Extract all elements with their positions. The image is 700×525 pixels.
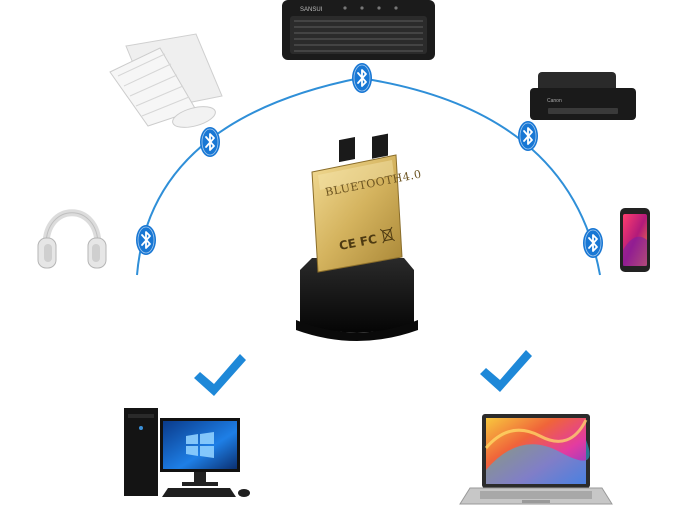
bluetooth-dongle-image: BLUETOOTH4.0 CE FC bbox=[296, 133, 423, 341]
speaker-brand: SANSUI bbox=[300, 7, 323, 13]
dongle-slot-right bbox=[372, 133, 388, 159]
smartphone-image bbox=[620, 208, 650, 272]
pc-tower bbox=[124, 408, 158, 496]
pc-mouse bbox=[238, 489, 250, 497]
printer-image: Canon bbox=[530, 72, 636, 120]
pc-keyboard bbox=[162, 488, 236, 497]
bluetooth-icon bbox=[582, 227, 604, 259]
bluetooth-icon bbox=[135, 224, 157, 256]
windows-logo-icon bbox=[186, 432, 214, 458]
printer-brand: Canon bbox=[547, 98, 562, 104]
desktop-computer-image bbox=[124, 408, 250, 497]
speaker-image: SANSUI bbox=[282, 0, 435, 60]
laptop-image bbox=[459, 414, 613, 505]
dongle-slot-left bbox=[339, 136, 355, 163]
bluetooth-icon bbox=[351, 62, 373, 94]
headphones-image bbox=[37, 209, 107, 269]
keyboard-image bbox=[109, 33, 223, 128]
bluetooth-icon bbox=[517, 120, 539, 152]
mouse-image bbox=[172, 106, 216, 128]
bluetooth-icon bbox=[199, 126, 221, 158]
checkmark-icon bbox=[194, 354, 246, 396]
recycle-bin-mark-icon bbox=[379, 226, 395, 244]
checkmark-icon bbox=[480, 350, 532, 392]
